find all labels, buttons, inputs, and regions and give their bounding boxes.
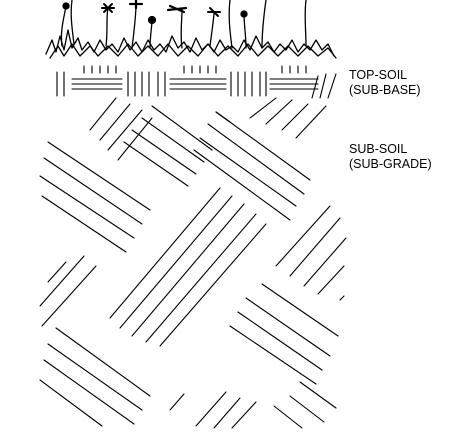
subsoil-hatch xyxy=(216,112,344,300)
subsoil-layer xyxy=(40,98,346,428)
plant-stem xyxy=(210,12,214,46)
plant-stem xyxy=(132,4,136,48)
plant-stem xyxy=(181,10,182,48)
plant-stem xyxy=(61,6,66,46)
subsoil-hatch xyxy=(250,98,326,138)
subsoil-hatch xyxy=(274,382,336,428)
plant-stem xyxy=(305,0,306,46)
subsoil-hatch xyxy=(40,256,96,326)
subsoil-hatch xyxy=(124,106,212,186)
subsoil-label-line1: SUB-SOIL xyxy=(349,142,432,157)
plant-stem xyxy=(106,8,108,46)
flower-head xyxy=(241,11,247,17)
subsoil-hatch xyxy=(170,392,256,428)
subsoil-hatch xyxy=(276,206,346,294)
plant-stem xyxy=(262,0,266,48)
topsoil-label-line1: TOP-SOIL xyxy=(349,68,421,83)
subsoil-hatch xyxy=(40,328,150,426)
topsoil-label: TOP-SOIL (SUB-BASE) xyxy=(349,68,421,98)
plant-stem xyxy=(71,0,74,44)
subsoil-label-line2: (SUB-GRADE) xyxy=(349,157,432,172)
flower-head xyxy=(168,6,186,12)
subsoil-hatch xyxy=(230,284,338,384)
topsoil-h-lines xyxy=(72,79,318,89)
subsoil-hatch xyxy=(90,98,152,160)
subsoil-hatch xyxy=(194,112,310,220)
subsoil-hatch xyxy=(110,188,266,346)
grass-tufts xyxy=(46,30,334,56)
grass-layer xyxy=(46,0,336,58)
subsoil-hatch xyxy=(40,142,150,252)
flower-head xyxy=(130,0,142,8)
flower-head xyxy=(149,17,156,24)
topsoil-layer xyxy=(57,66,336,98)
subsoil-label: SUB-SOIL (SUB-GRADE) xyxy=(349,142,432,172)
plant-stem xyxy=(229,0,232,48)
flower-head xyxy=(63,3,69,9)
topsoil-slashes xyxy=(312,74,336,98)
topsoil-short-ticks xyxy=(84,66,306,73)
topsoil-label-line2: (SUB-BASE) xyxy=(349,83,421,98)
